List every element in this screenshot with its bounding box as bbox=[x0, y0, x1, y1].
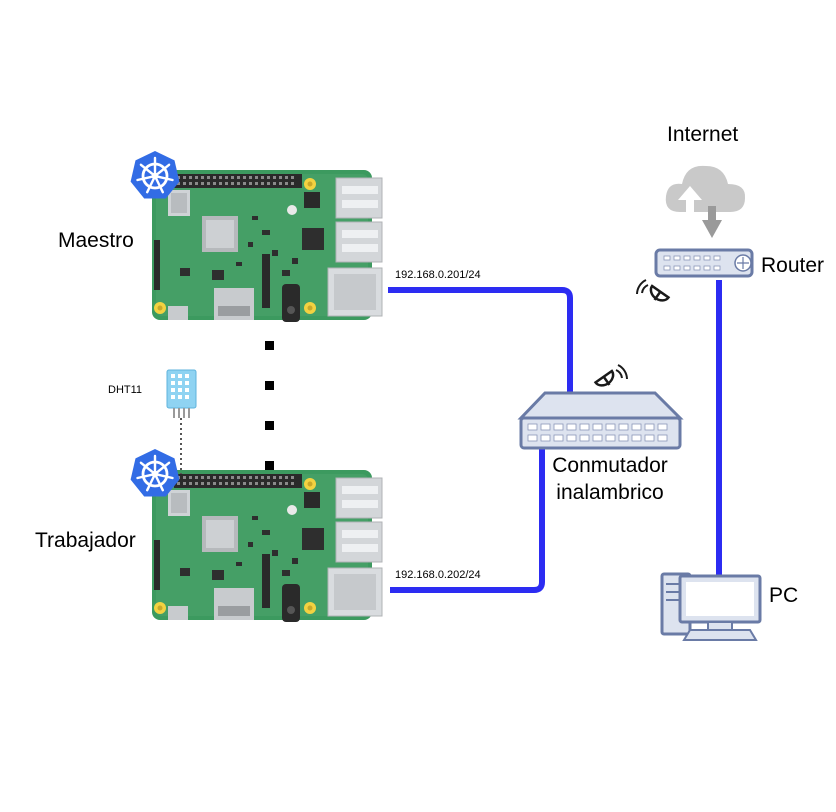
worker-raspberry-pi bbox=[151, 469, 383, 623]
master-label: Maestro bbox=[58, 229, 134, 252]
switch-label-line2: inalambrico bbox=[556, 481, 664, 504]
link-master-switch bbox=[388, 287, 573, 392]
worker-label: Trabajador bbox=[35, 529, 136, 552]
cloud-icon bbox=[665, 165, 746, 238]
switch-wireless-icon bbox=[594, 363, 629, 392]
worker-ip-label: 192.168.0.202/24 bbox=[395, 569, 481, 581]
dht11-sensor-icon bbox=[166, 369, 197, 474]
router-label: Router bbox=[761, 254, 825, 277]
link-worker-switch bbox=[390, 448, 545, 593]
pc-label: PC bbox=[769, 584, 799, 607]
pc-icon bbox=[660, 572, 762, 641]
router-icon bbox=[654, 248, 754, 278]
wireless-switch-icon bbox=[517, 391, 684, 450]
master-raspberry-pi bbox=[151, 169, 383, 323]
master-ip-label: 192.168.0.201/24 bbox=[395, 269, 481, 281]
router-wireless-icon bbox=[635, 278, 670, 307]
switch-label-line1: Conmutador bbox=[552, 454, 668, 477]
cluster-link-dots bbox=[265, 341, 274, 470]
sensor-label: DHT11 bbox=[108, 384, 143, 396]
internet-label: Internet bbox=[667, 123, 739, 146]
